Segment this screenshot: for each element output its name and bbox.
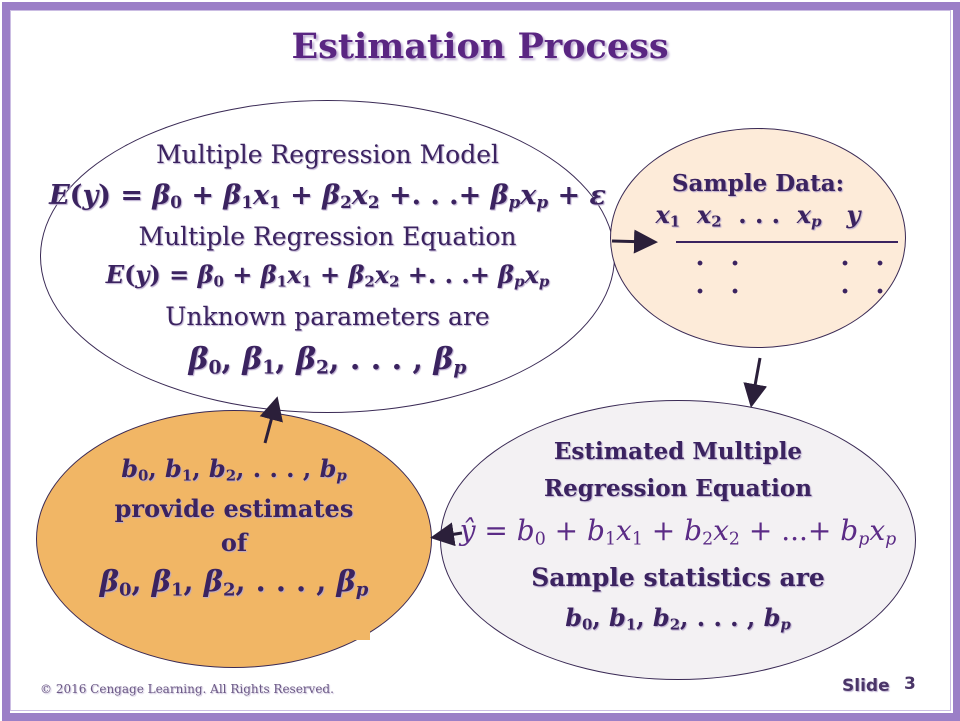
arrow-estimates-to-model	[259, 396, 283, 444]
slide-number: 3	[904, 674, 916, 694]
of-text: of	[220, 528, 248, 557]
sample-data-row: ....	[695, 270, 885, 300]
estimated-heading-line2: Regression Equation	[544, 475, 812, 502]
slide-frame-inner	[10, 10, 951, 711]
estimated-parameters-list: β0, β1, β2, . . . , βp	[99, 564, 369, 601]
model-equation: E(y) = β0 + β1x1 + β2x2 +. . .+ βpxp + ε	[49, 180, 606, 213]
arrow-estimated-to-estimates	[430, 522, 463, 547]
equation-heading: Multiple Regression Equation	[138, 222, 517, 251]
provide-estimates-text: provide estimates	[114, 494, 354, 523]
arrow-model-to-sample	[611, 229, 658, 254]
unknown-parameters-text: Unknown parameters are	[165, 302, 490, 331]
sample-data-ellipse	[610, 128, 906, 348]
estimated-equation: ŷ = b0 + b1x1 + b2x2 + ...+ bpxp	[459, 514, 897, 550]
copyright-text: © 2016 Cengage Learning. All Rights Rese…	[40, 682, 334, 696]
estimates-list: b0, b1, b2, . . . , bp	[121, 454, 347, 485]
slide-title: Estimation Process	[291, 26, 669, 67]
model-ellipse	[40, 100, 615, 413]
sample-data-heading: Sample Data:	[671, 170, 845, 197]
estimated-equation-ellipse	[440, 400, 916, 680]
model-heading: Multiple Regression Model	[155, 140, 500, 169]
sample-statistics-text: Sample statistics are	[531, 563, 825, 592]
slide-label: Slide	[842, 676, 890, 696]
estimated-heading-line1: Estimated Multiple	[553, 438, 803, 465]
fill-patch	[352, 622, 370, 640]
statistics-list: b0, b1, b2, . . . , bp	[565, 603, 791, 634]
sample-data-columns: x1 x2 . . . xp y	[655, 200, 861, 231]
regression-equation: E(y) = β0 + β1x1 + β2x2 +. . .+ βpxp	[105, 260, 550, 291]
parameters-list: β0, β1, β2, . . . , βp	[188, 342, 467, 379]
arrow-sample-to-estimated	[743, 357, 768, 408]
sample-data-row: ....	[695, 242, 885, 272]
sample-data-rule	[676, 241, 898, 243]
